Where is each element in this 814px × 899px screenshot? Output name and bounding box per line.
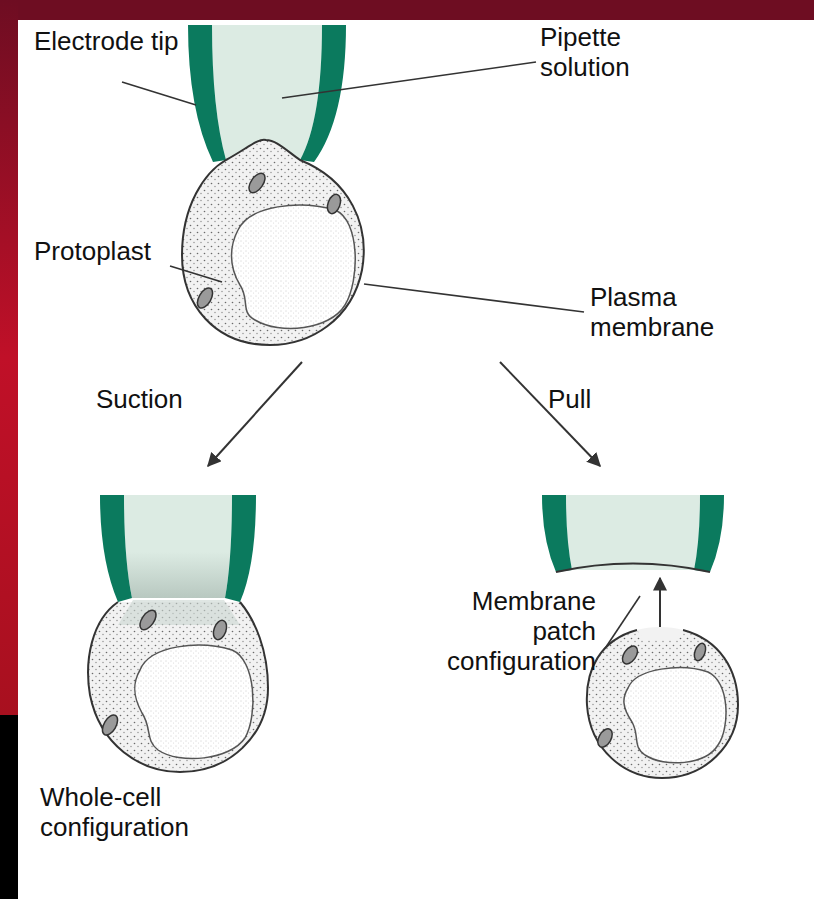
protoplast-cell <box>182 140 364 345</box>
label-text: Suction <box>96 384 183 414</box>
top-band <box>0 0 814 20</box>
leader-lines <box>122 62 640 656</box>
label-text: Plasma membrane <box>590 282 750 342</box>
label-text: Protoplast <box>34 236 151 266</box>
label-text: Membrane patch configuration <box>424 586 596 676</box>
label-text: Electrode tip <box>34 26 179 56</box>
label-text: Pipette solution <box>540 22 690 82</box>
side-band-dark <box>0 715 18 899</box>
whole-cell-illustration <box>88 495 268 772</box>
label-text: Pull <box>548 384 591 414</box>
side-band <box>0 0 18 715</box>
label-text: Whole-cell configuration <box>40 782 250 842</box>
